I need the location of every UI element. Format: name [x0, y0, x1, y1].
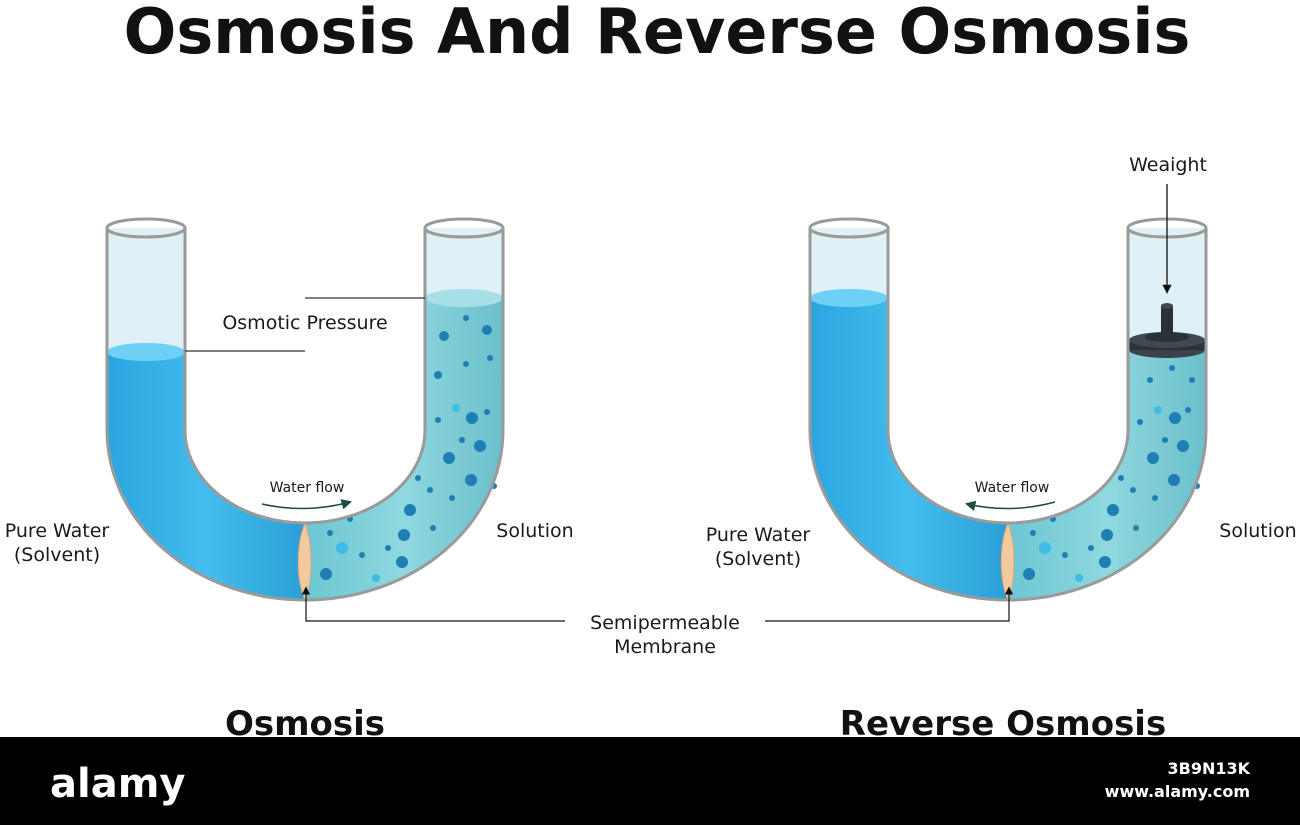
solute-particles	[320, 315, 497, 582]
ro-pure-water-fill	[810, 298, 1008, 600]
ro-left-tube-air	[810, 228, 888, 300]
footer-image-id: 3B9N13K	[1167, 759, 1250, 778]
page-title: Osmosis And Reverse Osmosis	[124, 0, 1191, 68]
ro-water-flow-label: Water flow	[975, 480, 1050, 496]
ro-left-tube-rim	[808, 217, 890, 239]
ro-u-tube-outline-outer	[808, 228, 1208, 602]
solvent-label: (Solvent)	[14, 544, 100, 566]
u-tube-outline-inner	[183, 228, 427, 525]
ro-solute-particles	[1023, 365, 1200, 582]
ro-pure-water-label: Pure Water	[706, 524, 811, 546]
ro-solvent-label: (Solvent)	[715, 548, 801, 570]
water-flow-arrow	[261, 499, 353, 510]
pure-water-surface	[107, 343, 185, 361]
solution-fill	[305, 298, 503, 600]
osmotic-pressure-label: Osmotic Pressure	[222, 312, 387, 334]
osmosis-diagram: Osmotic Pressure Water flow Pure Water (…	[5, 217, 574, 744]
footer-bar	[0, 737, 1300, 825]
membrane-label-line1: Semipermeable	[590, 612, 740, 634]
ro-water-flow-arrow	[964, 500, 1056, 511]
weight-label: Weaight	[1129, 154, 1207, 176]
right-tube-air	[425, 228, 503, 300]
footer-brand: alamy	[50, 761, 185, 807]
ro-solution-label: Solution	[1219, 520, 1296, 542]
membrane-pointer-left	[301, 586, 565, 622]
membrane-pointer-right	[765, 586, 1014, 622]
weight-piston	[1129, 303, 1205, 358]
left-tube-rim	[105, 217, 187, 239]
ro-pure-water-surface	[810, 289, 888, 307]
solution-label: Solution	[496, 520, 573, 542]
left-tube-air	[107, 228, 185, 353]
water-flow-label: Water flow	[270, 480, 345, 496]
ro-solution-fill	[1008, 352, 1206, 600]
pure-water-fill	[107, 352, 305, 600]
solution-surface	[425, 289, 503, 307]
right-tube-rim	[423, 217, 505, 239]
ro-u-tube-outline-inner	[886, 228, 1130, 525]
reverse-osmosis-diagram: Weaight Water flow Pure Water (Solvent) …	[706, 154, 1297, 744]
membrane-label-line2: Membrane	[614, 636, 716, 658]
footer-url: www.alamy.com	[1105, 782, 1250, 801]
u-tube-outline-outer	[105, 228, 505, 602]
pure-water-label: Pure Water	[5, 520, 110, 542]
